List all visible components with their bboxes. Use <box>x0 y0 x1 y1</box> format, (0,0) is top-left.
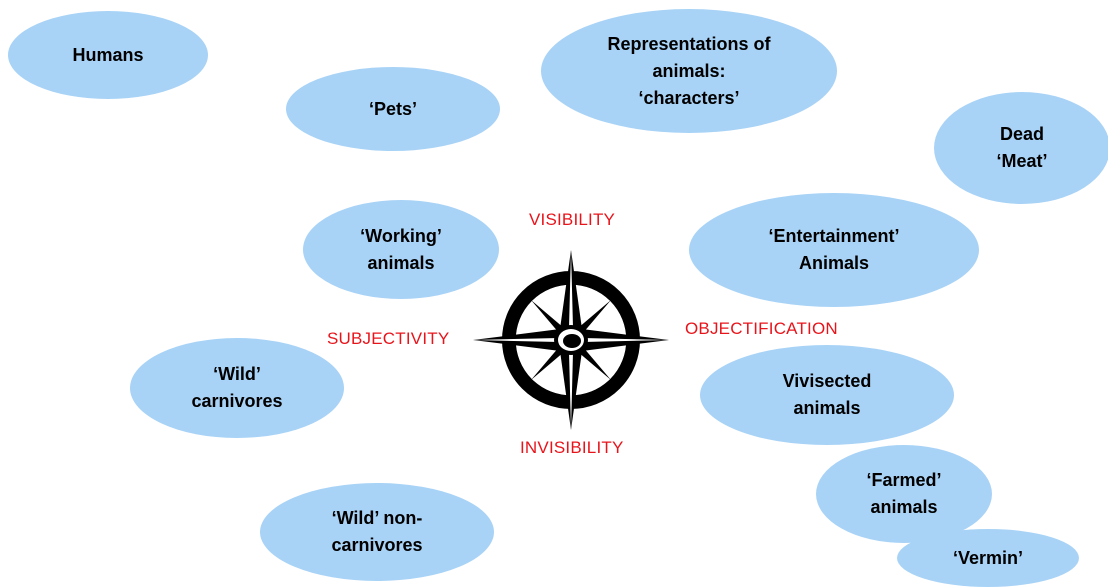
compass-main-points <box>473 250 669 430</box>
axis-label-subjectivity: SUBJECTIVITY <box>327 329 450 348</box>
axis-label-invisibility: INVISIBILITY <box>520 438 624 457</box>
bubble-vivisected-animals: Vivisected animals <box>700 345 954 445</box>
bubble-dead-meat: Dead ‘Meat’ <box>934 92 1108 204</box>
axis-label-objectification: OBJECTIFICATION <box>685 319 838 338</box>
bubble-farmed-animals: ‘Farmed’ animals <box>816 445 992 543</box>
bubble-wild-non-carnivores: ‘Wild’ non- carnivores <box>260 483 494 581</box>
bubble-pets: ‘Pets’ <box>286 67 500 151</box>
compass-rose-icon <box>473 250 669 430</box>
bubble-representations: Representations of animals: ‘characters’ <box>541 9 837 133</box>
bubble-working-animals: ‘Working’ animals <box>303 200 499 299</box>
bubble-vermin: ‘Vermin’ <box>897 529 1079 587</box>
axis-label-visibility: VISIBILITY <box>529 210 616 229</box>
compass-hub <box>554 325 588 355</box>
bubble-wild-carnivores: ‘Wild’ carnivores <box>130 338 344 438</box>
bubble-humans: Humans <box>8 11 208 99</box>
bubble-entertainment-animals: ‘Entertainment’ Animals <box>689 193 979 307</box>
